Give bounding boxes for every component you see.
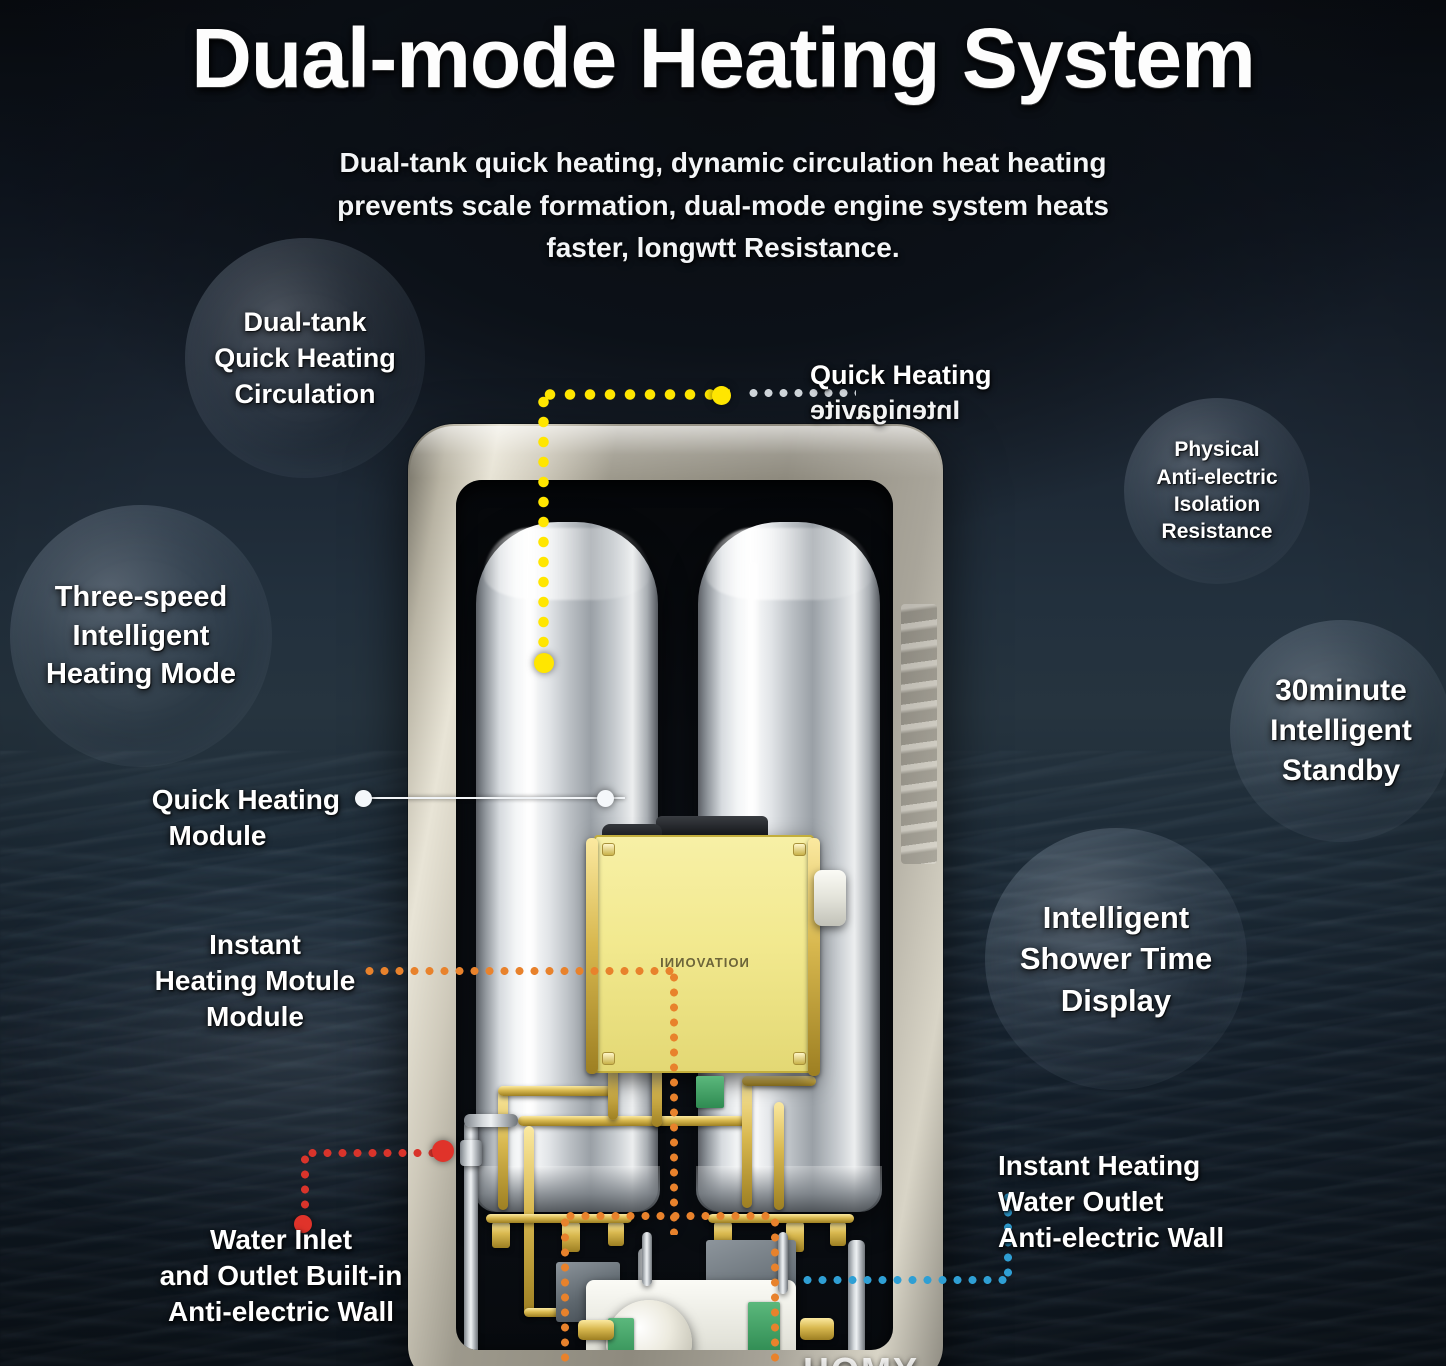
callout-instant-heating-module[interactable]: Instant Heating Motule Module [140, 927, 370, 1034]
tank-cap-left [484, 528, 650, 600]
connector-blue-horizontal [800, 1275, 1012, 1285]
bubble-line: Display [1060, 982, 1172, 1018]
tank-foot-rail-r [708, 1214, 854, 1223]
callout-line: Module [206, 1000, 304, 1032]
connector-white-module [360, 797, 625, 799]
connector-red-horizontal [305, 1148, 445, 1158]
bubble-physical-anti-electric-isolation-resistance[interactable]: Physical Anti-electric Isolation Resista… [1124, 398, 1310, 584]
connector-orange-vertical [669, 970, 679, 1235]
callout-line: Module [168, 819, 267, 851]
bubble-intelligent-shower-time-display[interactable]: Intelligent Shower Time Display [985, 828, 1247, 1090]
callout-line: Heating Motule [154, 964, 356, 996]
module-rail-left [586, 838, 598, 1074]
callout-water-inlet-outlet-anti-electric-wall[interactable]: Water Inlet and Outlet Built-in Anti-ele… [140, 1222, 422, 1329]
gold-fitting-outlet [578, 1320, 614, 1340]
callout-line: Water Inlet [209, 1224, 353, 1255]
gold-pipe-right-b [774, 1102, 784, 1210]
module-bolt-br [793, 1052, 806, 1065]
module-green-chip [696, 1076, 724, 1108]
connector-orange-lower [563, 1211, 775, 1221]
bubble-line: 30minute [1275, 673, 1407, 707]
callout-instant-heating-water-outlet-anti-electric-wall[interactable]: Instant Heating Water Outlet Anti-electr… [998, 1148, 1298, 1255]
connector-blue-vertical [1003, 1190, 1013, 1282]
tank-base-right [696, 1166, 882, 1212]
tank-cap-right [706, 528, 872, 600]
bubble-line: Dual-tank [243, 306, 367, 337]
connector-white-dotted [746, 388, 856, 398]
gold-pipe-right-arc [742, 1080, 752, 1208]
gold-pipe-bridge-b [518, 1116, 748, 1126]
bubble-line: Anti-electric [1156, 465, 1278, 489]
connector-yellow-vertical [537, 392, 550, 662]
gold-pipe-riser-a [608, 1065, 618, 1120]
module-connector-right [814, 870, 846, 926]
bubble-line: Physical [1174, 438, 1260, 462]
grey-pipe-left-vertical [464, 1120, 478, 1350]
connector-orange-branch-right [770, 1215, 780, 1365]
callout-line: Instant [209, 929, 301, 960]
bubble-line: Intelligent [1042, 899, 1190, 935]
module-bolt-tl [602, 843, 615, 856]
callout-quick-heating-intelligent[interactable]: Quick Heating Intenigavite [810, 358, 1070, 427]
tank-foot-l1 [492, 1222, 510, 1248]
side-vent-grille [901, 604, 937, 864]
gold-fitting-right [800, 1318, 834, 1340]
callout-quick-heating-module[interactable]: Quick Heating Module [95, 782, 340, 854]
grey-hose-upper [642, 1232, 652, 1286]
bubble-line: Isolation [1173, 493, 1261, 516]
page-title: Dual-mode Heating System [191, 11, 1256, 105]
bubble-line: Resistance [1161, 520, 1273, 544]
bubble-dual-tank-quick-heating-circulation[interactable]: Dual-tank Quick Heating Circulation [185, 238, 425, 478]
callout-line: Quick Heating [810, 360, 992, 390]
callout-line: Intenigavite [810, 394, 961, 425]
module-bolt-tr [793, 843, 806, 856]
bubble-line: Intelligent [72, 619, 210, 652]
tank-foot-r3 [830, 1222, 846, 1246]
connector-node-white-right [597, 790, 614, 807]
tank-foot-l3 [608, 1222, 624, 1246]
bubble-line: Three-speed [54, 580, 228, 613]
quick-heating-module-box: NOITAVONNI [594, 835, 814, 1073]
grey-pipe-left-elbow [464, 1114, 518, 1127]
connector-orange-horizontal [362, 966, 674, 976]
bubble-line: Quick Heating [214, 342, 396, 373]
bubble-line: Heating Mode [45, 658, 237, 691]
connector-red-vertical [300, 1152, 310, 1230]
callout-line: Water Outlet [998, 1185, 1164, 1217]
connector-yellow-horizontal [540, 388, 730, 401]
appliance-inner-cavity: NOITAVONNI [456, 480, 893, 1350]
water-heater-illustration: NOITAVONNI HOMY [408, 424, 943, 1366]
bubble-line: Circulation [234, 379, 376, 410]
grey-hose-right [778, 1232, 788, 1294]
connector-node-red-label [294, 1215, 312, 1233]
callout-line: Anti-electric Wall [998, 1221, 1225, 1253]
bubble-thirty-minute-intelligent-standby[interactable]: 30minute Intelligent Standby [1230, 620, 1446, 842]
callout-line: Quick Heating [151, 784, 340, 815]
gold-pipe-right-top [742, 1076, 816, 1086]
gold-pipe-top-left [498, 1090, 508, 1210]
callout-line: and Outlet Built-in [159, 1259, 403, 1291]
gold-pipe-riser-b [652, 1065, 662, 1127]
bubble-three-speed-intelligent-heating-mode[interactable]: Three-speed Intelligent Heating Mode [10, 505, 272, 767]
bubble-line: Shower Time [1019, 941, 1213, 977]
brand-watermark: HOMY [803, 1350, 919, 1366]
grey-pipe-right-tall [848, 1240, 865, 1350]
bubble-line: Intelligent [1270, 713, 1412, 747]
callout-line: Anti-electric Wall [167, 1295, 395, 1327]
tank-foot-rail-l [486, 1214, 632, 1223]
connector-node-red-pipe [432, 1140, 454, 1162]
connector-node-yellow-end [712, 386, 731, 405]
shell-top-highlight [410, 426, 941, 478]
bubble-line: Standby [1281, 754, 1401, 788]
grey-pipe-left-collar [460, 1140, 482, 1166]
callout-line: Instant Heating [998, 1150, 1201, 1181]
connector-node-yellow-tank [534, 653, 554, 673]
connector-orange-branch [560, 1215, 570, 1365]
connector-node-white-left [355, 790, 372, 807]
tank-sheen-left [522, 562, 538, 1172]
gold-pipe-bridge-a [498, 1086, 616, 1096]
module-bolt-bl [602, 1052, 615, 1065]
page-subtitle: Dual-tank quick heating, dynamic circula… [337, 147, 1109, 264]
